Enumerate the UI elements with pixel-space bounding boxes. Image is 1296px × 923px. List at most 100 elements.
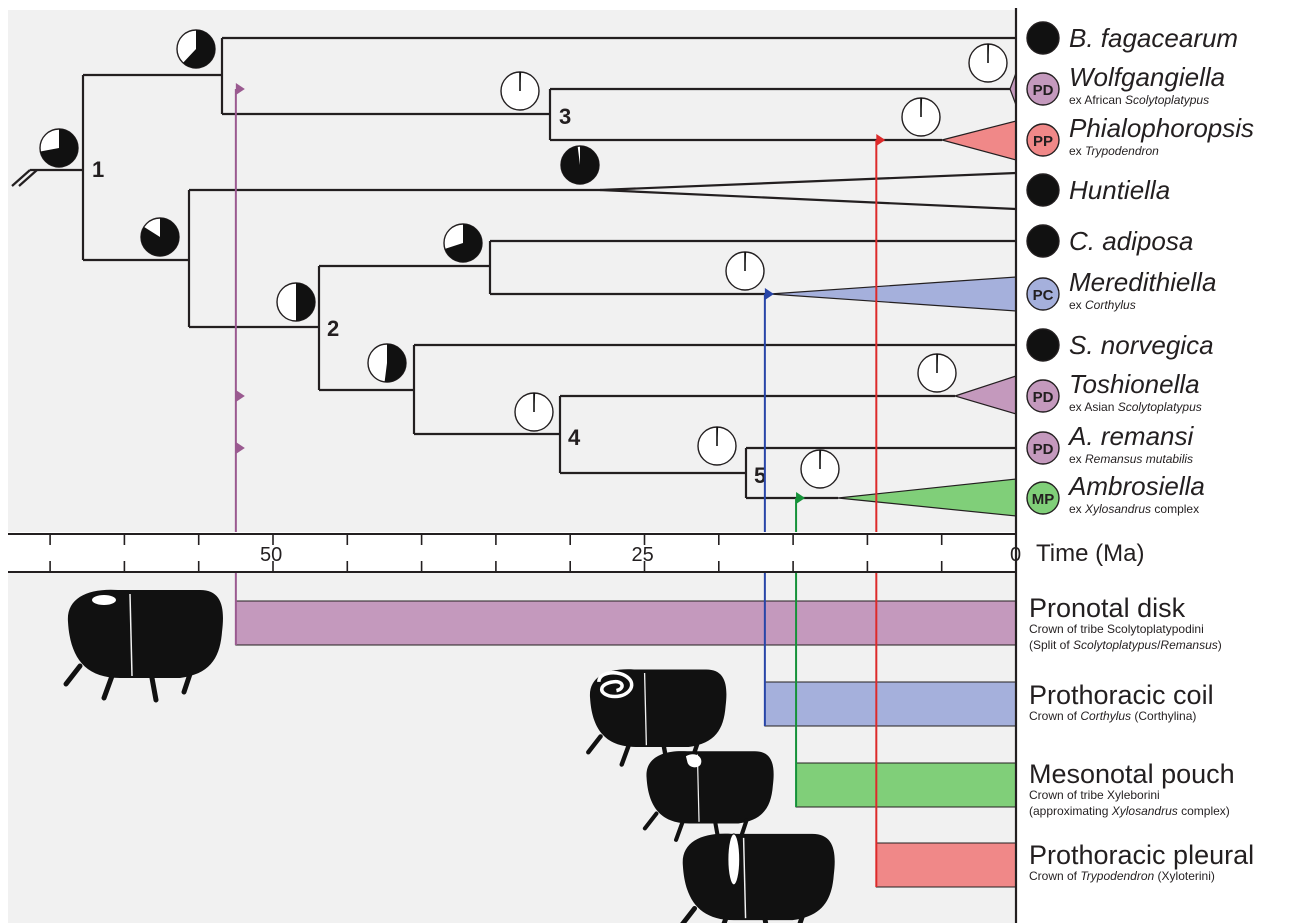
- mycangia-bar-2: [795, 762, 1017, 808]
- mycangia-bar-1: [764, 681, 1017, 727]
- branch-14: [599, 171, 1017, 192]
- mycangium-desc-part: Crown of: [1029, 869, 1080, 883]
- state-badge-none: [1026, 328, 1060, 362]
- taxon-host-part: ex African: [1069, 93, 1125, 107]
- state-badge-PC: [1026, 277, 1060, 311]
- mycangium-title: Prothoracic coil: [1029, 680, 1214, 710]
- pie-slice: [444, 224, 483, 262]
- axis-background: [0, 532, 1016, 572]
- taxon-row-6: S. norvegica: [1026, 328, 1214, 362]
- pie-node1_upper: [176, 29, 216, 69]
- connector-arrow-0: [764, 288, 774, 300]
- mycangium-title: Prothoracic pleural: [1029, 840, 1254, 870]
- mycangium-desc-part: complex): [1178, 804, 1230, 818]
- mycangia-bar-3: [875, 842, 1017, 888]
- taxon-host-part: Xylosandrus: [1084, 502, 1151, 516]
- beetle-silhouette-0: [63, 589, 223, 703]
- taxon-name: Ambrosiella: [1067, 471, 1205, 501]
- state-badge-label: PD: [1033, 389, 1054, 406]
- state-badge-none: [1026, 224, 1060, 258]
- mycangium-desc-part: Crown of tribe Scolytoplatypodini: [1029, 622, 1204, 636]
- state-badge-label: PC: [1033, 287, 1054, 304]
- pie-node5: [697, 426, 737, 466]
- node-number-2: 2: [327, 316, 339, 341]
- connector-3: [875, 134, 886, 887]
- pie-phialophoropsis: [901, 97, 941, 137]
- mycangium-desc: Crown of Trypodendron (Xyloterini): [1029, 869, 1215, 883]
- mycangium-desc: Crown of Corthylus (Corthylina): [1029, 709, 1196, 723]
- connector-arrow-0: [796, 492, 806, 504]
- pronotal-disk-icon: [92, 595, 116, 605]
- pie-slice: [40, 129, 79, 167]
- taxon-host: ex Xylosandrus complex: [1069, 502, 1199, 516]
- pie-slice: [141, 218, 180, 256]
- mycangium-desc-part: Remansus: [1160, 638, 1217, 652]
- state-badge-label: MP: [1032, 491, 1055, 508]
- mycangium-desc: Crown of tribe Scolytoplatypodini: [1029, 622, 1204, 636]
- mycangium-desc-part: Corthylus: [1080, 709, 1131, 723]
- taxon-name: B. fagacearum: [1069, 23, 1238, 53]
- taxon-host: ex Trypodendron: [1069, 144, 1159, 158]
- mesonotal-pouch-icon: [685, 754, 702, 768]
- axis-tick-label-50: 50: [260, 544, 282, 566]
- connector-1: [763, 288, 774, 726]
- prothoracic-pleural-icon: [727, 833, 741, 886]
- pie-toshionella: [917, 353, 957, 393]
- collapsed-clades: [769, 72, 1017, 517]
- pie-root: [39, 128, 79, 168]
- taxon-host-part: Scolytoplatypus: [1125, 93, 1209, 107]
- state-pie-charts: [39, 29, 1008, 489]
- state-badge-label: PD: [1033, 82, 1054, 99]
- taxon-host: ex African Scolytoplatypus: [1069, 93, 1209, 107]
- beetle-body: [67, 589, 223, 678]
- taxon-host-part: Scolytoplatypus: [1118, 400, 1202, 414]
- axis-tick-label-25: 25: [632, 544, 654, 566]
- state-badge-PD: [1026, 379, 1060, 413]
- beetle-suture: [129, 593, 133, 677]
- beetle-silhouette-3: [680, 833, 835, 923]
- mycangium-title: Mesonotal pouch: [1029, 759, 1235, 789]
- pie-slice: [296, 283, 315, 321]
- state-badge-none: [1026, 21, 1060, 55]
- taxon-host: ex Corthylus: [1069, 298, 1136, 312]
- beetle-suture: [643, 673, 648, 746]
- branch-0: [11, 169, 31, 187]
- taxon-name: A. remansi: [1067, 421, 1194, 451]
- taxon-name: Phialophoropsis: [1069, 113, 1254, 143]
- state-badge-none: [1026, 173, 1060, 207]
- taxon-host-part: Remansus mutabilis: [1085, 452, 1193, 466]
- mycangium-desc-part: Xylosandrus: [1111, 804, 1178, 818]
- taxon-host-part: ex Asian: [1069, 400, 1118, 414]
- beetle-legs: [63, 663, 193, 703]
- node-number-1: 1: [92, 157, 104, 182]
- taxon-host-part: ex: [1069, 452, 1085, 466]
- pie-node2: [276, 282, 316, 322]
- pie-slice: [182, 30, 215, 68]
- taxon-name: S. norvegica: [1069, 330, 1214, 360]
- mycangium-desc-part: /: [1157, 638, 1161, 652]
- connector-arrow-0: [235, 83, 245, 95]
- mycangium-desc-part: Crown of tribe Xyleborini: [1029, 788, 1160, 802]
- beetle-silhouette-1: [586, 669, 727, 769]
- mycangium-desc-part: (approximating: [1029, 804, 1112, 818]
- taxon-row-0: B. fagacearum: [1026, 21, 1238, 55]
- node-number-4: 4: [568, 425, 581, 450]
- taxon-host: ex Asian Scolytoplatypus: [1069, 400, 1202, 414]
- beetle-legs: [586, 734, 700, 769]
- beetle-body: [589, 669, 727, 747]
- axis-label: Time (Ma): [1036, 540, 1144, 567]
- node-number-3: 3: [559, 104, 571, 129]
- mycangium-title: Pronotal disk: [1029, 593, 1186, 623]
- mycangium-desc: Crown of tribe Xyleborini: [1029, 788, 1160, 802]
- taxon-host-part: Trypodendron: [1085, 144, 1159, 158]
- taxon-row-3: Huntiella: [1026, 173, 1170, 207]
